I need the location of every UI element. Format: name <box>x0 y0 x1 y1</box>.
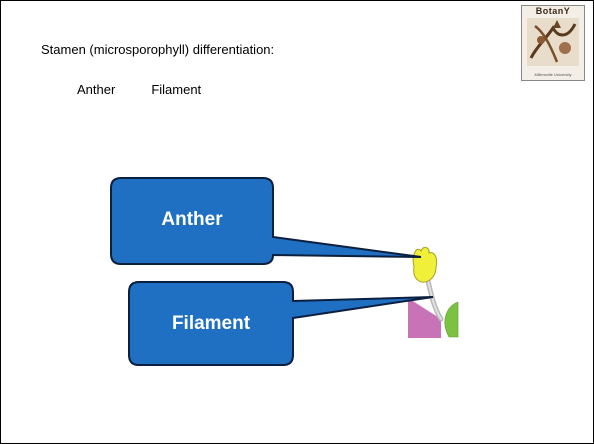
logo-text: BotanY <box>535 6 571 16</box>
terms-list: Anther Filament <box>77 82 201 97</box>
slide-title: Stamen (microsporophyll) differentiation… <box>41 42 275 57</box>
filament-callout-label: Filament <box>171 313 251 334</box>
anther-callout <box>110 177 422 265</box>
botany-logo: BotanY Millersville University <box>521 5 585 81</box>
filament-callout <box>128 281 434 366</box>
term-filament: Filament <box>151 82 202 97</box>
anther-shape <box>412 246 438 283</box>
ovary-shape <box>444 301 459 338</box>
term-anther: Anther <box>77 82 116 97</box>
petal-shape <box>408 298 441 338</box>
logo-footer: Millersville University <box>534 72 572 77</box>
botany-logo-icon <box>527 18 579 66</box>
anther-callout-label: Anther <box>161 209 223 230</box>
